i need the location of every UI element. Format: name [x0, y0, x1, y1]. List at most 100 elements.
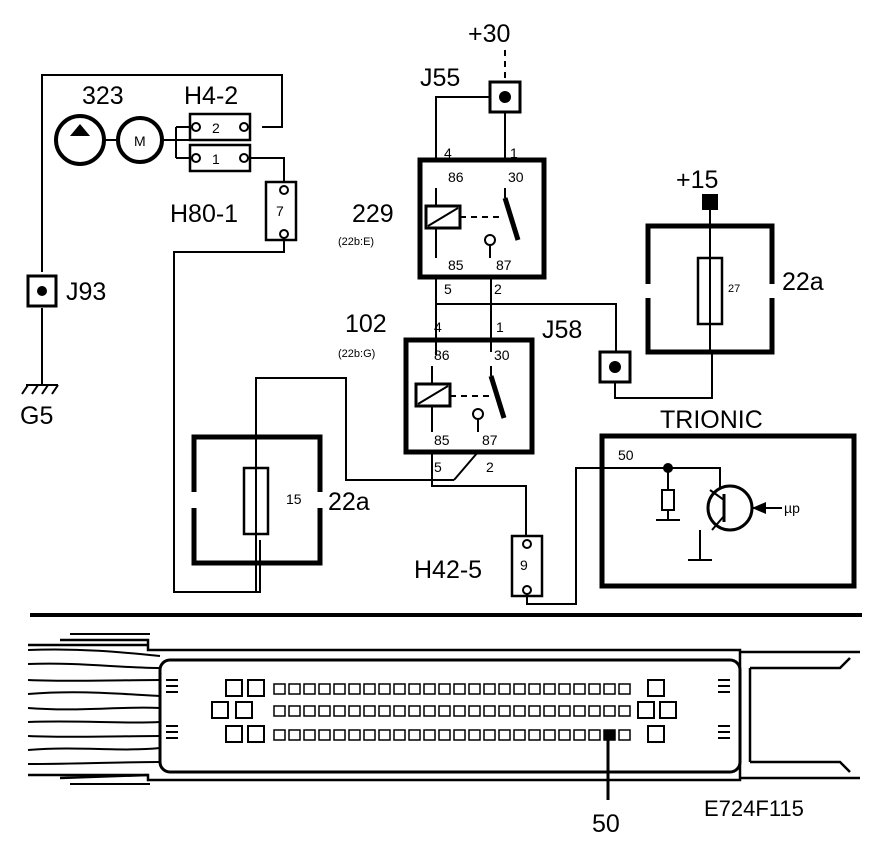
ecu-connector-illustration: 50 E724F115 — [27, 633, 860, 838]
ecu-pin — [483, 705, 496, 717]
j58-connector: J58 — [542, 316, 713, 399]
fuse-27-box-label: 22a — [782, 268, 824, 296]
ecu-pin — [273, 683, 286, 695]
ecu-pin — [438, 729, 451, 741]
relay-229-pin-87: 87 — [496, 257, 512, 273]
ecu-pin — [528, 683, 541, 695]
ecu-pin — [468, 683, 481, 695]
ecu-pin-callout: 50 — [592, 810, 620, 838]
transistor-icon — [706, 484, 782, 532]
figure-code: E724F115 — [704, 796, 804, 821]
ecu-pin — [528, 729, 541, 741]
ecu-pin — [408, 729, 421, 741]
fuse-27-box: +15 27 22a — [644, 166, 824, 355]
ecu-pin — [288, 683, 301, 695]
j55-label: J55 — [420, 64, 460, 92]
h4-2-connector: 2 1 — [188, 112, 252, 173]
ecu-pin — [513, 729, 526, 741]
ecu-pin — [273, 705, 286, 717]
motor-icon: M — [116, 116, 164, 164]
ecu-pin — [318, 705, 331, 717]
fuse-15-box: 15 22a — [190, 434, 370, 592]
ecu-pin — [363, 705, 376, 717]
ecu-pin — [348, 705, 361, 717]
ecu-pin — [273, 729, 286, 741]
ecu-pin — [558, 683, 571, 695]
h4-2-pin-1: 1 — [212, 151, 220, 167]
h4-2-pin-2: 2 — [212, 120, 220, 136]
trionic-pin-50: 50 — [618, 447, 634, 463]
relay-102-wire-2: 2 — [486, 459, 494, 475]
h80-1-pin: 7 — [276, 203, 284, 219]
relay-229-pin-30: 30 — [508, 169, 524, 185]
j93-connector — [26, 274, 58, 308]
relay-102: 102 (22b:G) 4 1 86 30 85 87 5 2 — [338, 310, 535, 475]
fuse-15-box-label: 22a — [328, 488, 370, 516]
ecu-pin — [498, 729, 511, 741]
ecu-pin — [303, 729, 316, 741]
ecu-pin — [588, 729, 601, 741]
j93-label: J93 — [66, 278, 106, 306]
ecu-pin — [573, 729, 586, 741]
ecu-pin — [288, 729, 301, 741]
relay-102-wire-5: 5 — [434, 459, 442, 475]
ecu-pin — [483, 683, 496, 695]
pump-number: 323 — [82, 82, 124, 110]
ecu-pin — [513, 705, 526, 717]
microprocessor-label: µp — [784, 500, 800, 516]
relay-229-number: 229 — [352, 200, 394, 228]
ecu-pin — [603, 705, 616, 717]
relay-229-pin-86: 86 — [448, 169, 464, 185]
relay-229: 229 (22b:E) 4 1 86 30 85 87 5 2 — [338, 145, 547, 297]
relay-102-pin-86: 86 — [434, 347, 450, 363]
ecu-pin — [588, 705, 601, 717]
motor-symbol: M — [134, 133, 146, 149]
ecu-pin — [318, 683, 331, 695]
ecu-pin — [543, 729, 556, 741]
ecu-pin — [348, 683, 361, 695]
ecu-pin — [303, 683, 316, 695]
ecu-pin — [498, 683, 511, 695]
ecu-pin — [393, 683, 406, 695]
pump-icon — [54, 114, 106, 166]
relay-102-wire-1: 1 — [496, 319, 504, 335]
ecu-pin — [393, 705, 406, 717]
plus15-label: +15 — [676, 166, 718, 194]
ecu-pin — [573, 683, 586, 695]
ecu-pin — [453, 705, 466, 717]
ecu-pin — [588, 683, 601, 695]
ecu-pin — [603, 683, 616, 695]
ecu-pin — [363, 729, 376, 741]
ecu-pin — [438, 705, 451, 717]
relay-102-pin-30: 30 — [494, 347, 510, 363]
ecu-pin — [453, 729, 466, 741]
ecu-pin — [543, 705, 556, 717]
ecu-pin — [483, 729, 496, 741]
ecu-pin — [333, 729, 346, 741]
ecu-pin — [498, 705, 511, 717]
ecu-pin — [423, 683, 436, 695]
ecu-pin — [378, 729, 391, 741]
ecu-pin — [303, 705, 316, 717]
ecu-pin — [333, 683, 346, 695]
h42-5-label: H42-5 — [414, 556, 482, 584]
trionic-unit: TRIONIC 50 µp — [599, 406, 857, 589]
relay-229-wire-1: 1 — [510, 145, 518, 161]
side-ribs-right — [718, 679, 730, 739]
relay-102-pin-87: 87 — [482, 432, 498, 448]
relay-229-wire-5: 5 — [444, 281, 452, 297]
plus30-label: +30 — [468, 20, 510, 48]
ecu-pin — [393, 729, 406, 741]
ecu-pin — [423, 729, 436, 741]
ecu-pin — [468, 729, 481, 741]
pin-rows — [273, 683, 631, 741]
ecu-pin — [573, 705, 586, 717]
fuse-15-number: 15 — [286, 491, 302, 507]
ecu-pin — [378, 683, 391, 695]
h42-5-pin: 9 — [520, 557, 528, 573]
side-ribs-left — [166, 679, 178, 739]
ecu-pin — [468, 705, 481, 717]
ecu-pin — [348, 729, 361, 741]
